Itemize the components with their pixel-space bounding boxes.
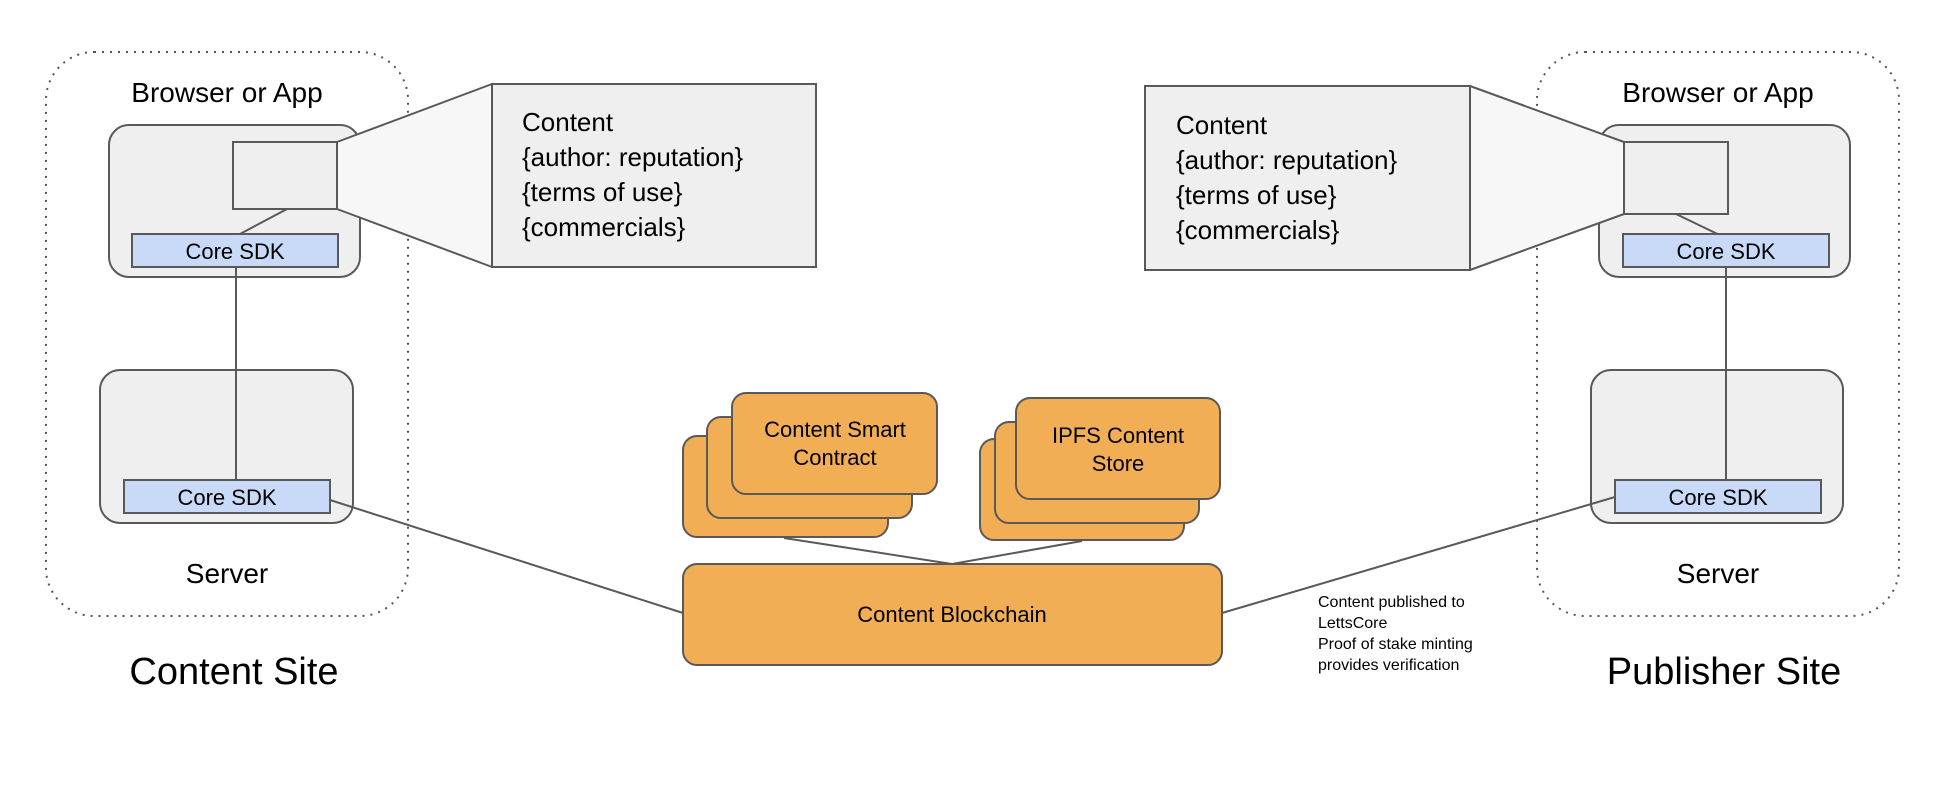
publisher-site-embedded-content-box [1623,141,1729,215]
content-site-browser-sdk-label: Core SDK [185,239,284,264]
content-site-zoom-line-top [336,83,493,143]
publisher-site: Browser or App Content {author: reputati… [1144,51,1900,693]
annotation-line-1: Content published to [1318,594,1465,611]
content-site-server-sdk-label: Core SDK [177,485,276,510]
annotation-line-4: provides verification [1318,657,1459,674]
content-site-callout-line-1: Content [522,107,614,137]
content-site-zoom-beam [337,84,492,267]
content-site-callout-line-2: {author: reputation} [522,142,743,172]
content-site-browser-sdk [131,233,339,268]
smart-contract-label-line-2: Contract [793,445,876,470]
smart-contract-stack: Content Smart Contract [682,392,938,538]
publisher-site-callout-box [1144,85,1471,271]
publisher-site-server-sdk [1614,479,1822,514]
smart-contract-card-front [731,392,938,495]
content-site-server-label: Server [186,558,268,589]
publisher-site-zoom-line-top [1469,85,1625,143]
publisher-site-browser-sdk-label: Core SDK [1676,239,1775,264]
content-site: Browser or App Content {author: reputati… [45,51,817,693]
content-blockchain-box [682,563,1223,666]
ipfs-store-label-line-2: Store [1092,451,1145,476]
publisher-site-server-label: Server [1677,558,1759,589]
content-site-zoom-line-bottom [336,208,493,268]
publisher-site-zoom-beam [1470,86,1624,270]
annotation-line-2: LettsCore [1318,615,1387,632]
publisher-site-browser-sdk [1622,233,1830,268]
publisher-site-zoom-line-bottom [1469,213,1625,271]
content-site-server-sdk [123,479,331,514]
smart-contract-to-blockchain-line [783,537,953,565]
publisher-site-callout-line-2: {author: reputation} [1176,145,1397,175]
content-site-callout-box [491,83,817,268]
blockchain-area: Content Smart Contract IPFS Content Stor… [329,392,1616,666]
content-site-callout-line-3: {terms of use} [522,177,683,207]
ipfs-store-to-blockchain-line [951,540,1083,565]
verification-annotation: Content published to LettsCore Proof of … [1318,594,1473,674]
publisher-site-title: Publisher Site [1607,651,1841,693]
ipfs-store-card-front [1015,397,1221,500]
publisher-site-server-sdk-label: Core SDK [1668,485,1767,510]
content-site-title: Content Site [129,651,338,693]
content-site-embed-to-sdk-line [239,208,288,235]
annotation-line-3: Proof of stake minting [1318,636,1473,653]
publisher-site-callout-line-1: Content [1176,110,1268,140]
smart-contract-label-line-1: Content Smart [764,417,906,442]
content-site-embedded-content-box [232,141,338,210]
publisher-site-callout-line-4: {commercials} [1176,215,1340,245]
ipfs-store-stack: IPFS Content Store [979,397,1221,541]
content-site-boundary [45,51,409,617]
publisher-site-browser-label: Browser or App [1622,77,1813,108]
content-blockchain-label: Content Blockchain [857,602,1047,627]
content-site-callout-line-4: {commercials} [522,212,686,242]
publisher-site-boundary [1536,51,1900,617]
publisher-server-to-blockchain-line [1221,496,1616,614]
content-server-to-blockchain-line [329,499,684,614]
publisher-site-callout-line-3: {terms of use} [1176,180,1337,210]
content-site-browser-label: Browser or App [131,77,322,108]
ipfs-store-label-line-1: IPFS Content [1052,423,1184,448]
